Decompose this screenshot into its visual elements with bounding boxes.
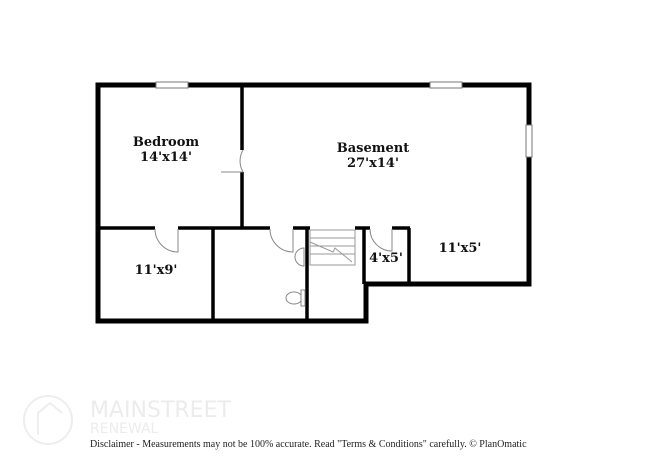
window-bedroom — [155, 81, 189, 89]
room-name-basement: Basement — [337, 141, 409, 156]
windows — [155, 81, 533, 158]
room-size-basement: 27'x14' — [347, 156, 399, 171]
door-bathroom — [269, 228, 294, 253]
disclaimer: Disclaimer - Measurements may not be 100… — [90, 439, 527, 450]
room-size-11x5: 11'x5' — [439, 241, 482, 256]
bathroom-fixtures — [285, 247, 306, 307]
room-size-4x5: 4'x5' — [369, 251, 403, 266]
mainstreet-renewal-logo: MAINSTREET RENEWAL — [23, 395, 231, 445]
door-closet — [369, 228, 393, 252]
toilet-icon — [285, 291, 303, 305]
doors — [154, 149, 393, 253]
door-bedroom — [221, 149, 244, 173]
interior-walls — [100, 87, 411, 320]
room-name-bedroom: Bedroom — [133, 135, 200, 150]
room-size-bedroom: 14'x14' — [140, 150, 192, 165]
room-size-11x9: 11'x9' — [135, 263, 178, 278]
logo-text-line2: RENEWAL — [90, 421, 159, 437]
sink-icon — [294, 247, 305, 267]
stairs — [309, 229, 356, 266]
outer-walls — [95, 82, 532, 324]
logo-text-line1: MAINSTREET — [90, 398, 231, 423]
room-labels: Bedroom 14'x14' Basement 27'x14' 11'x9' … — [133, 135, 482, 278]
window-basement-right — [525, 124, 533, 158]
door-small-bedroom — [154, 228, 179, 253]
window-basement-top — [429, 81, 463, 89]
